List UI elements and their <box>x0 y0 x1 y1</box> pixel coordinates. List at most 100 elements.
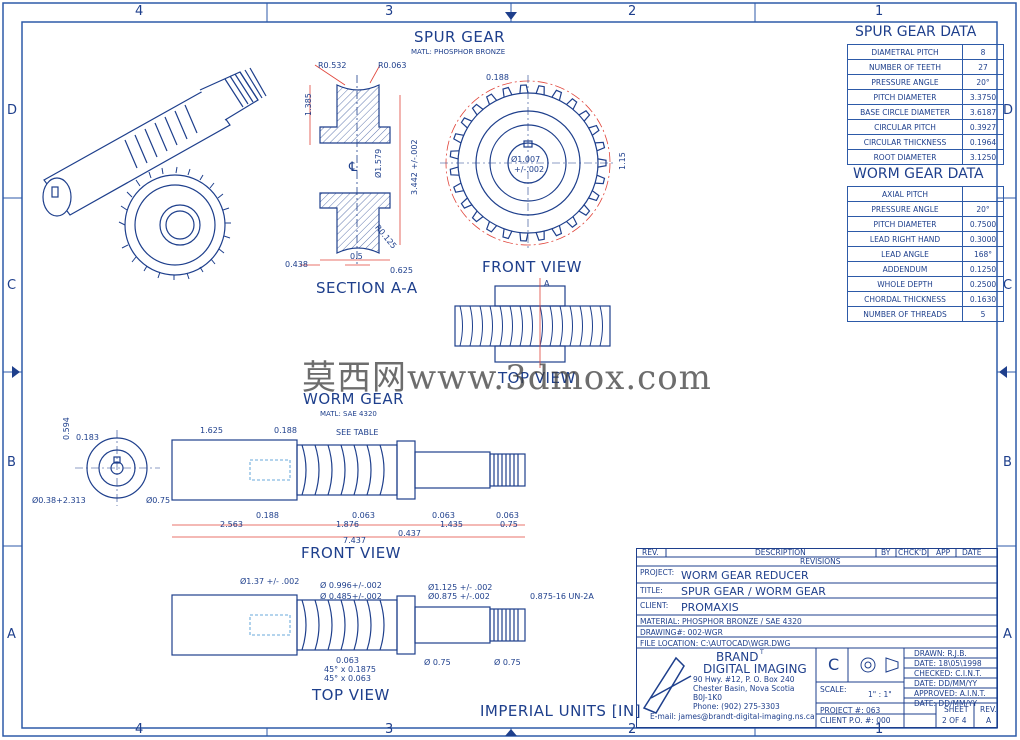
zone-top-4: 4 <box>135 4 144 19</box>
file-location: FILE LOCATION: C:\AUTOCAD\WGR.DWG <box>640 639 791 648</box>
zone-bottom-3: 3 <box>385 722 394 737</box>
gear-tooth <box>453 182 464 193</box>
dim-tolerance: +/-.002 <box>514 165 545 174</box>
gear-tooth <box>551 225 563 237</box>
phone-line: Phone: (902) 275-3303 <box>693 702 780 711</box>
gear-tooth <box>519 84 529 94</box>
worm-gear-title: WORM GEAR <box>303 390 405 408</box>
dim-0063-top: 0.063 <box>336 656 359 665</box>
dim-r0532: R0.532 <box>318 61 347 70</box>
date-drawn: DATE: 18\05\1998 <box>914 659 982 668</box>
zone-side-a: A <box>7 627 16 642</box>
rev-label: REV. <box>980 705 997 714</box>
dim-0188-bottom: 0.188 <box>256 511 279 520</box>
worm-front-view <box>171 439 526 538</box>
zone-side-c-right: C <box>1003 278 1013 293</box>
gear-tooth <box>566 98 578 110</box>
table-row: AXIAL PITCH <box>847 186 1004 202</box>
address-line-1: 90 Hwy. #12, P. O. Box 240 <box>693 675 795 684</box>
dim-d038: Ø0.38+2.313 <box>32 496 86 505</box>
date-approved: DATE: DD/MM/YY <box>914 699 978 708</box>
worm-top-view-title: TOP VIEW <box>312 686 390 704</box>
gear-tooth <box>535 231 545 241</box>
rev-col-chckd: CHCK'D <box>898 548 927 557</box>
dim-1385: 1.385 <box>304 93 313 116</box>
section-a-a-drawing <box>300 64 401 266</box>
project-number: PROJECT #: 063 <box>820 706 881 715</box>
zone-top-1: 1 <box>875 4 884 19</box>
zone-top-2: 2 <box>628 4 637 19</box>
rev-col-app: APP <box>936 548 951 557</box>
drawing-number: DRAWING#: 002-WGR <box>640 628 723 637</box>
gear-tooth <box>471 103 484 116</box>
date-checked: DATE: DD/MM/YY <box>914 679 978 688</box>
dim-1435: 1.435 <box>440 520 463 529</box>
dim-d0485: Ø 0.485+/-.002 <box>320 592 382 601</box>
dim-0594: 0.594 <box>62 417 71 440</box>
gear-tooth <box>551 89 563 101</box>
rev-value: A <box>986 716 992 725</box>
zone-side-d: D <box>7 103 18 118</box>
zone-bottom-2: 2 <box>628 722 637 737</box>
dim-7437: 7.437 <box>343 536 366 545</box>
zone-bottom-1: 1 <box>875 722 884 737</box>
gear-tooth <box>460 197 473 209</box>
dim-115: 1.15 <box>618 152 627 170</box>
watermark-text: 莫西网www.3dmox.com <box>302 358 712 398</box>
top-view-title-spur: TOP VIEW <box>498 369 576 387</box>
address-line-2: Chester Basin, Nova Scotia <box>693 684 795 693</box>
dim-d075-top-a: Ø 0.75 <box>424 658 451 667</box>
client-po: CLIENT P.O. #: 000 <box>820 716 891 725</box>
dim-3442: 3.442 +/-.002 <box>410 139 419 195</box>
revisions-title: REVISIONS <box>800 557 841 566</box>
worm-front-view-title: FRONT VIEW <box>301 544 402 562</box>
gear-tooth <box>595 141 606 152</box>
zone-side-c: C <box>7 278 17 293</box>
gear-tooth <box>485 93 498 105</box>
worm-side-view <box>75 430 160 506</box>
dim-d075-side: Ø0.75 <box>146 496 171 505</box>
gear-tooth <box>519 232 529 242</box>
dim-r0063: R0.063 <box>378 61 407 70</box>
project-label: PROJECT: <box>640 568 675 577</box>
title-block-frame <box>636 548 998 728</box>
dim-d1579: Ø1.579 <box>374 148 383 178</box>
email-line: E-mail: james@brandt-digital-imaging.ns.… <box>650 712 815 721</box>
worm-gear-data-title: WORM GEAR DATA <box>853 166 984 182</box>
spur-gear-top-view <box>454 278 611 368</box>
gear-tooth <box>502 86 513 98</box>
dim-1876: 1.876 <box>336 520 359 529</box>
dim-d075-top-b: Ø 0.75 <box>494 658 521 667</box>
zone-side-b: B <box>7 455 16 470</box>
centerline-symbol: ℄ <box>349 160 358 175</box>
material-line: MATERIAL: PHOSPHOR BRONZE / SAE 4320 <box>640 617 802 626</box>
gear-tooth <box>588 124 600 136</box>
front-view-title-spur: FRONT VIEW <box>482 258 583 276</box>
chamfer-01875: 45° x 0.1875 <box>324 665 376 674</box>
zone-side-d-right: D <box>1003 103 1014 118</box>
section-mark-a: A <box>544 279 550 288</box>
gear-tooth <box>460 117 473 129</box>
spur-gear-data-title: SPUR GEAR DATA <box>855 24 977 40</box>
rev-col-date: DATE <box>962 548 982 557</box>
sheet-value: 2 OF 4 <box>942 716 967 725</box>
gear-tooth <box>588 190 600 202</box>
company-name-sup: T <box>760 649 764 656</box>
isometric-assembly-view <box>42 67 267 280</box>
spur-gear-title: SPUR GEAR <box>414 28 506 46</box>
client-value: PROMAXIS <box>681 601 739 614</box>
dim-0437: 0.437 <box>398 529 421 538</box>
dim-0625: 0.625 <box>390 266 413 275</box>
dim-0188-top: 0.188 <box>274 426 297 435</box>
